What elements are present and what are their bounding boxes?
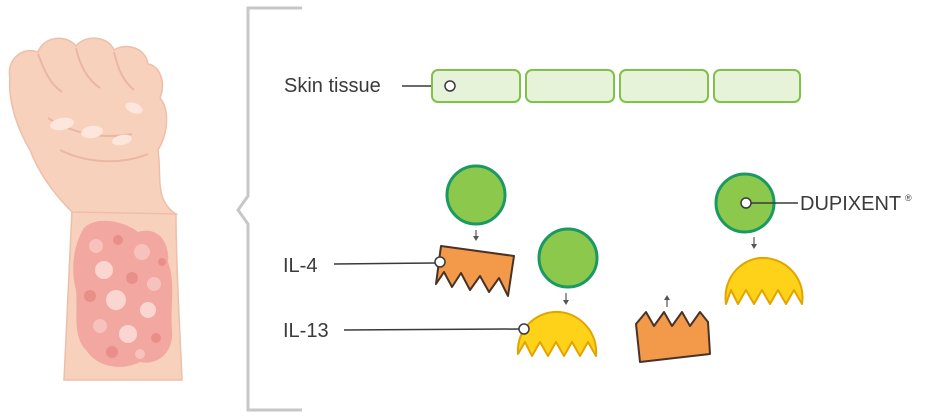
- tissue-cell: [620, 70, 708, 102]
- arm-illustration: [9, 38, 182, 380]
- dupixent-label: DUPIXENT: [800, 193, 901, 215]
- skin-tissue-cells: [432, 70, 800, 102]
- arrow-down: [563, 293, 569, 305]
- il4-leader: [334, 263, 435, 264]
- tissue-cell: [526, 70, 614, 102]
- tissue-cell: [714, 70, 800, 102]
- il4-receptor-free: [636, 312, 710, 362]
- il13-receptor: [518, 312, 596, 356]
- arrow-down: [473, 230, 479, 241]
- skin-tissue-label: Skin tissue: [284, 75, 381, 97]
- il13-label: IL-13: [283, 320, 329, 342]
- dupixent-leader-dot: [741, 198, 751, 208]
- rash-patch: [73, 221, 172, 367]
- antibody-circle: [447, 166, 505, 224]
- il13-leader-dot: [519, 324, 529, 334]
- arrow-up: [664, 295, 670, 307]
- il13-leader: [344, 329, 519, 330]
- il4-leader-dot: [435, 257, 445, 267]
- registered-mark: ®: [905, 193, 912, 203]
- bracket: [238, 8, 302, 410]
- il13-receptor-2: [726, 258, 803, 304]
- arrow-down: [751, 237, 757, 249]
- il4-label: IL-4: [283, 255, 317, 277]
- antibody-circle: [539, 229, 597, 287]
- il4-receptor: [436, 246, 514, 296]
